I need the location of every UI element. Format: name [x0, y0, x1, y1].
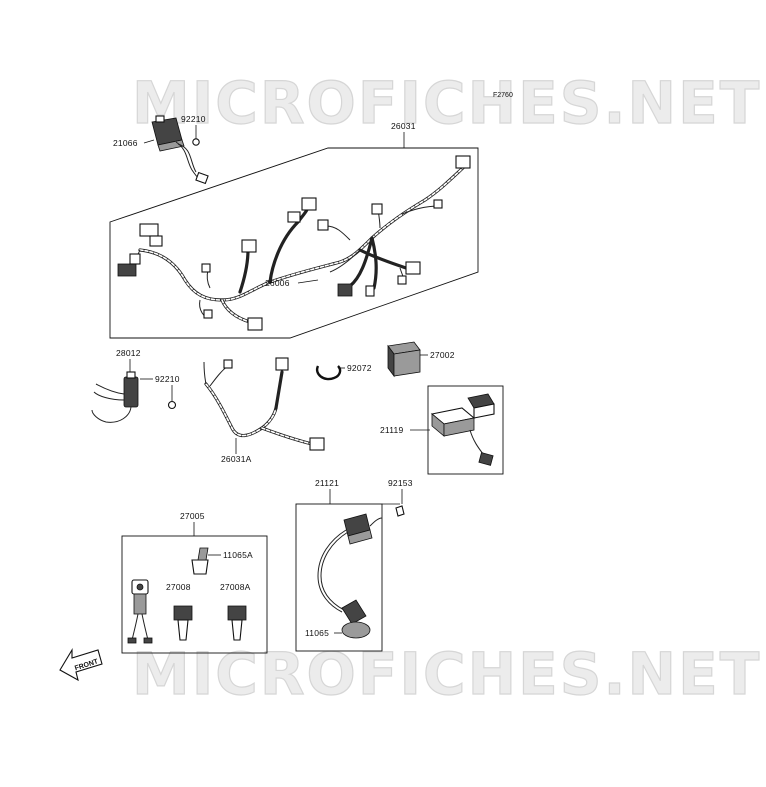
ignition-coil-icon: [317, 505, 405, 613]
switch-icon: [91, 371, 139, 423]
label-27002: 27002: [430, 350, 455, 360]
watermark-top: MICROFICHES.NET: [132, 69, 761, 137]
wiring-harness-icon: [203, 357, 325, 451]
label-26006: 26006: [265, 278, 290, 288]
clamp-icon: [315, 365, 342, 381]
label-11065A: 11065A: [223, 550, 253, 560]
switch-box-27005: [121, 535, 268, 654]
ignition-switch-icon: [191, 547, 209, 575]
figure-code: F2760: [493, 92, 513, 99]
label-92210-mid: 92210: [155, 374, 180, 384]
relay-icon: [387, 341, 421, 378]
harness-box-26031: [109, 147, 479, 339]
ignition-switch-icon: [127, 579, 153, 644]
wiring-harness-icon: [117, 155, 471, 331]
label-92210-top: 92210: [181, 114, 206, 124]
cdi-unit-icon: [430, 393, 495, 466]
label-27008A: 27008A: [220, 582, 251, 592]
label-21119: 21119: [380, 425, 403, 435]
label-26031: 26031: [391, 121, 416, 131]
label-21121: 21121: [315, 478, 339, 488]
key-icon: [227, 605, 247, 641]
watermark-bottom: MICROFICHES.NET: [132, 640, 761, 708]
label-92072: 92072: [347, 363, 372, 373]
label-28012: 28012: [116, 348, 141, 358]
label-92153: 92153: [388, 478, 413, 488]
label-27008: 27008: [166, 582, 191, 592]
label-21066: 21066: [113, 138, 138, 148]
label-27005: 27005: [180, 511, 205, 521]
front-arrow-icon: FRONT: [59, 648, 103, 682]
label-26031A: 26031A: [221, 454, 252, 464]
spark-plug-cap-icon: [341, 599, 371, 639]
coil-box-21121: [295, 503, 383, 652]
nut-icon: [167, 400, 177, 410]
key-icon: [173, 605, 193, 641]
label-11065: 11065: [305, 628, 329, 638]
